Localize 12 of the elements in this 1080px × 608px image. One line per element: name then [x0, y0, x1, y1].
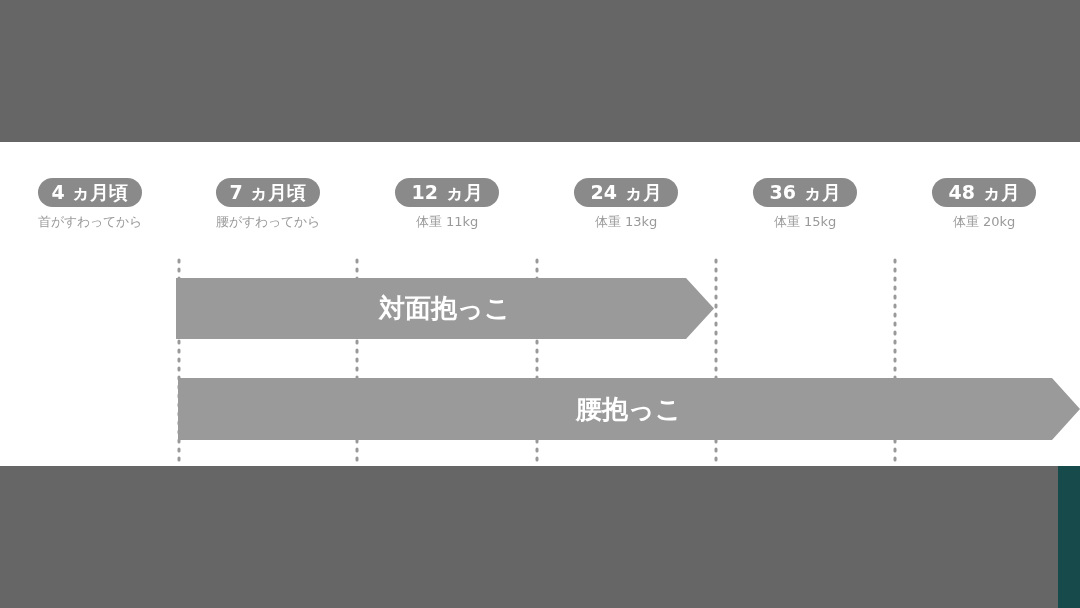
condition-note: 体重 15kg [772, 213, 838, 231]
period-pill: 36 ヵ月 [753, 178, 857, 207]
condition-note: 体重 20kg [951, 213, 1017, 231]
condition-note: 腰がすわってから [215, 213, 321, 231]
condition-note: 首がすわってから [37, 213, 143, 231]
period-pill: 24 ヵ月 [574, 178, 678, 207]
condition-note: 体重 13kg [593, 213, 659, 231]
period-pill: 12 ヵ月 [395, 178, 499, 207]
period-pill: 48 ヵ月 [932, 178, 1036, 207]
period-pill: 4 ヵ月頃 [38, 178, 142, 207]
condition-note: 体重 11kg [414, 213, 480, 231]
period-pill: 7 ヵ月頃 [216, 178, 320, 207]
